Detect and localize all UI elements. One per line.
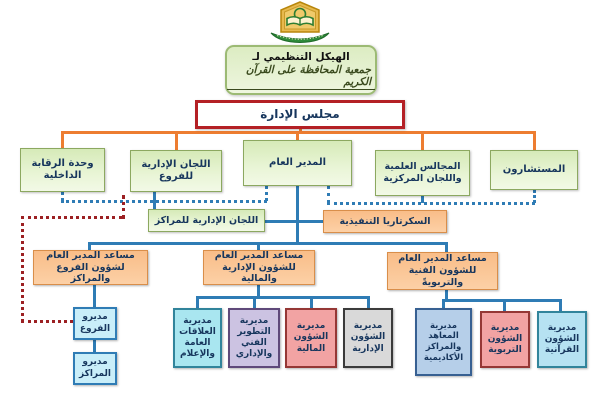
connector-drop-asst-center	[257, 242, 260, 250]
connector-asst-branchdirs	[93, 285, 96, 307]
dotted-link-left-bus	[61, 200, 267, 203]
node-assistant-gd-admin-financial: مساعد المدير العام للشؤون الإدارية والما…	[203, 250, 315, 285]
dotted-link-scientific	[421, 196, 424, 203]
node-technical-admin-development: مديرية التطوير الفني والإداري	[228, 308, 280, 368]
node-center-admin-committees: اللجان الإدارية للمراكز	[148, 209, 265, 232]
connector-branchdirs-centerdirs	[93, 340, 96, 352]
connector-assistants-bus	[88, 242, 448, 245]
connector-board-stem	[299, 128, 302, 133]
connector-drop-asst-left	[88, 242, 91, 250]
node-educational-affairs: مديرية الشؤون التربوية	[480, 311, 530, 368]
node-internal-audit-unit: وحدة الرقابة الداخلية	[20, 148, 105, 192]
dotted-link-gd-left	[265, 186, 268, 201]
node-general-director: المدير العام	[243, 140, 352, 186]
association-logo-icon	[270, 1, 330, 44]
node-scientific-councils: المجالس العلمية واللجان المركزية	[375, 150, 470, 196]
connector-asst-right-stem	[445, 290, 448, 301]
connector-drop-inst	[442, 299, 445, 308]
dotted-red-horiz-2	[21, 320, 73, 323]
connector-drop-scientific	[421, 131, 424, 151]
node-branch-directors: مديرو الفروع	[73, 307, 117, 340]
connector-drop-dev	[253, 296, 256, 308]
node-financial-affairs: مديرية الشؤون المالية	[285, 308, 337, 368]
dotted-red-vert-1	[122, 195, 125, 219]
node-assistant-gd-branches-centers: مساعد المدير العام لشؤون الفروع والمراكز	[33, 250, 148, 285]
node-admin-affairs: مديرية الشؤون الإدارية	[343, 308, 393, 368]
chart-title-box: الهيكل التنظيمي لـ جمعية المحافظة على ال…	[225, 45, 377, 95]
node-board-of-directors: مجلس الإدارة	[195, 100, 405, 129]
connector-gd-stem	[296, 186, 299, 245]
node-public-relations-media: مديرية العلاقات العامة والإعلام	[173, 308, 222, 368]
connector-drop-edu	[503, 299, 506, 311]
node-branch-admin-committees: اللجان الإدارية للفروع	[130, 150, 222, 192]
connector-committees-centers	[153, 192, 156, 209]
connector-drop-general-director	[296, 131, 299, 141]
connector-center-group-bus	[196, 296, 370, 299]
node-executive-secretariat: السكرتاريا التنفيذية	[323, 210, 447, 233]
dotted-link-audit	[61, 192, 64, 201]
connector-right-group-bus	[442, 299, 562, 302]
node-institutes-academic-centers: مديرية المعاهد والمراكز الأكاديمية	[415, 308, 472, 376]
dotted-link-right-bus	[327, 202, 535, 205]
node-quranic-affairs: مديرية الشؤون القرآنية	[537, 311, 587, 368]
connector-drop-fin	[310, 296, 313, 308]
connector-asst-center-stem	[257, 285, 260, 298]
dotted-red-horiz-1	[21, 216, 122, 219]
dotted-link-gd-right	[327, 186, 330, 203]
connector-drop-qur	[559, 299, 562, 311]
dotted-red-vert-2	[21, 216, 24, 322]
chart-title-calligraphy: جمعية المحافظة على القرآن الكريم	[227, 64, 375, 90]
node-center-directors: مديرو المراكز	[73, 352, 117, 385]
dotted-link-consultants	[533, 190, 536, 203]
connector-drop-audit	[61, 131, 64, 149]
node-assistant-gd-technical-educational: مساعد المدير العام للشؤون الفنية والتربو…	[387, 252, 498, 290]
node-consultants: المستشارون	[490, 150, 578, 190]
connector-drop-branch-committees	[175, 131, 178, 151]
connector-drop-pr	[196, 296, 199, 308]
connector-drop-adm	[367, 296, 370, 308]
chart-title-line1: الهيكل التنظيمي لـ	[252, 50, 350, 63]
connector-secretariat-link	[265, 220, 323, 223]
connector-drop-consultants	[533, 131, 536, 151]
connector-drop-asst-right	[445, 242, 448, 252]
